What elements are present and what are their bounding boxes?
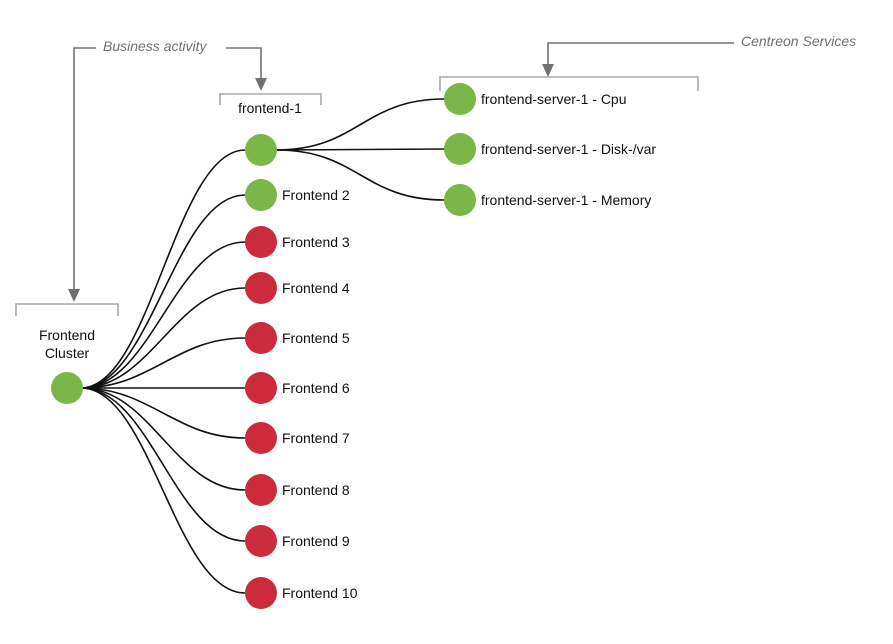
edge-root-to-child [80, 387, 246, 491]
child-label: Frontend 3 [282, 234, 350, 250]
child-node[interactable] [245, 134, 277, 166]
child-label: Frontend 10 [282, 585, 358, 601]
group-label: frontend-1 [238, 100, 302, 116]
edge-root-to-child [80, 149, 246, 389]
child-status-circle[interactable] [245, 577, 277, 609]
child-node[interactable]: Frontend 2 [245, 179, 350, 211]
services-bracket [439, 76, 699, 91]
child-node[interactable]: Frontend 5 [245, 322, 350, 354]
root-label-line1: Frontend [39, 327, 95, 343]
edge-root-to-child [80, 241, 246, 389]
child-status-circle[interactable] [245, 525, 277, 557]
arrow-down-icon [68, 289, 80, 302]
edge-root-to-child [80, 337, 246, 389]
service-label: frontend-server-1 - Cpu [481, 91, 627, 107]
child-node[interactable]: Frontend 4 [245, 272, 350, 304]
edge-child-to-service [276, 149, 445, 201]
annotation-arrow-line-2 [226, 47, 262, 79]
child-label: Frontend 6 [282, 380, 350, 396]
business-activity-annotation: Business activity [68, 38, 267, 302]
edge-root-to-child [80, 287, 246, 389]
service-node[interactable]: frontend-server-1 - Cpu [444, 83, 627, 115]
child-node[interactable]: Frontend 8 [245, 474, 350, 506]
service-label: frontend-server-1 - Memory [481, 192, 651, 208]
child-status-circle[interactable] [245, 134, 277, 166]
child-node[interactable]: Frontend 9 [245, 525, 350, 557]
child-status-circle[interactable] [245, 372, 277, 404]
child-label: Frontend 4 [282, 280, 350, 296]
edge-root-to-child [80, 194, 246, 389]
group-bracket [219, 93, 322, 105]
child-status-circle[interactable] [245, 322, 277, 354]
service-node[interactable]: frontend-server-1 - Disk-/var [444, 133, 656, 165]
centreon-services-annotation: Centreon Services [542, 33, 856, 77]
child-nodes: Frontend 2 Frontend 3 Frontend 4 Frontend 5… [245, 134, 358, 609]
child-status-circle[interactable] [245, 179, 277, 211]
service-node[interactable]: frontend-server-1 - Memory [444, 184, 651, 216]
child-label: Frontend 7 [282, 430, 350, 446]
service-label: frontend-server-1 - Disk-/var [481, 141, 656, 157]
edge-child-to-service [276, 98, 445, 151]
child-node[interactable]: Frontend 6 [245, 372, 350, 404]
service-nodes: frontend-server-1 - Cpu frontend-server-1… [444, 83, 656, 216]
service-status-circle[interactable] [444, 184, 476, 216]
edge-root-to-child [80, 387, 246, 439]
edges [80, 98, 445, 594]
child-label: Frontend 5 [282, 330, 350, 346]
arrow-down-icon [255, 78, 267, 91]
edge-root-to-child [80, 387, 246, 542]
child-node[interactable]: Frontend 7 [245, 422, 350, 454]
child-node[interactable]: Frontend 3 [245, 226, 350, 258]
child-label: Frontend 2 [282, 187, 350, 203]
annotation-arrow-line-3 [547, 42, 734, 65]
arrow-down-icon [542, 64, 554, 77]
root-label-line2: Cluster [45, 345, 90, 361]
service-status-circle[interactable] [444, 133, 476, 165]
edge-child-to-service [276, 148, 445, 151]
child-label: Frontend 9 [282, 533, 350, 549]
annotation-arrow-line [73, 47, 96, 290]
child-status-circle[interactable] [245, 226, 277, 258]
child-label: Frontend 8 [282, 482, 350, 498]
centreon-services-label: Centreon Services [741, 33, 856, 49]
child-status-circle[interactable] [245, 422, 277, 454]
business-activity-label: Business activity [103, 38, 207, 54]
root-bracket [15, 303, 119, 316]
edge-root-to-child [80, 387, 246, 594]
root-status-circle[interactable] [51, 372, 83, 404]
child-status-circle[interactable] [245, 272, 277, 304]
child-node[interactable]: Frontend 10 [245, 577, 358, 609]
child-status-circle[interactable] [245, 474, 277, 506]
service-status-circle[interactable] [444, 83, 476, 115]
root-node[interactable]: Frontend Cluster [39, 327, 95, 404]
